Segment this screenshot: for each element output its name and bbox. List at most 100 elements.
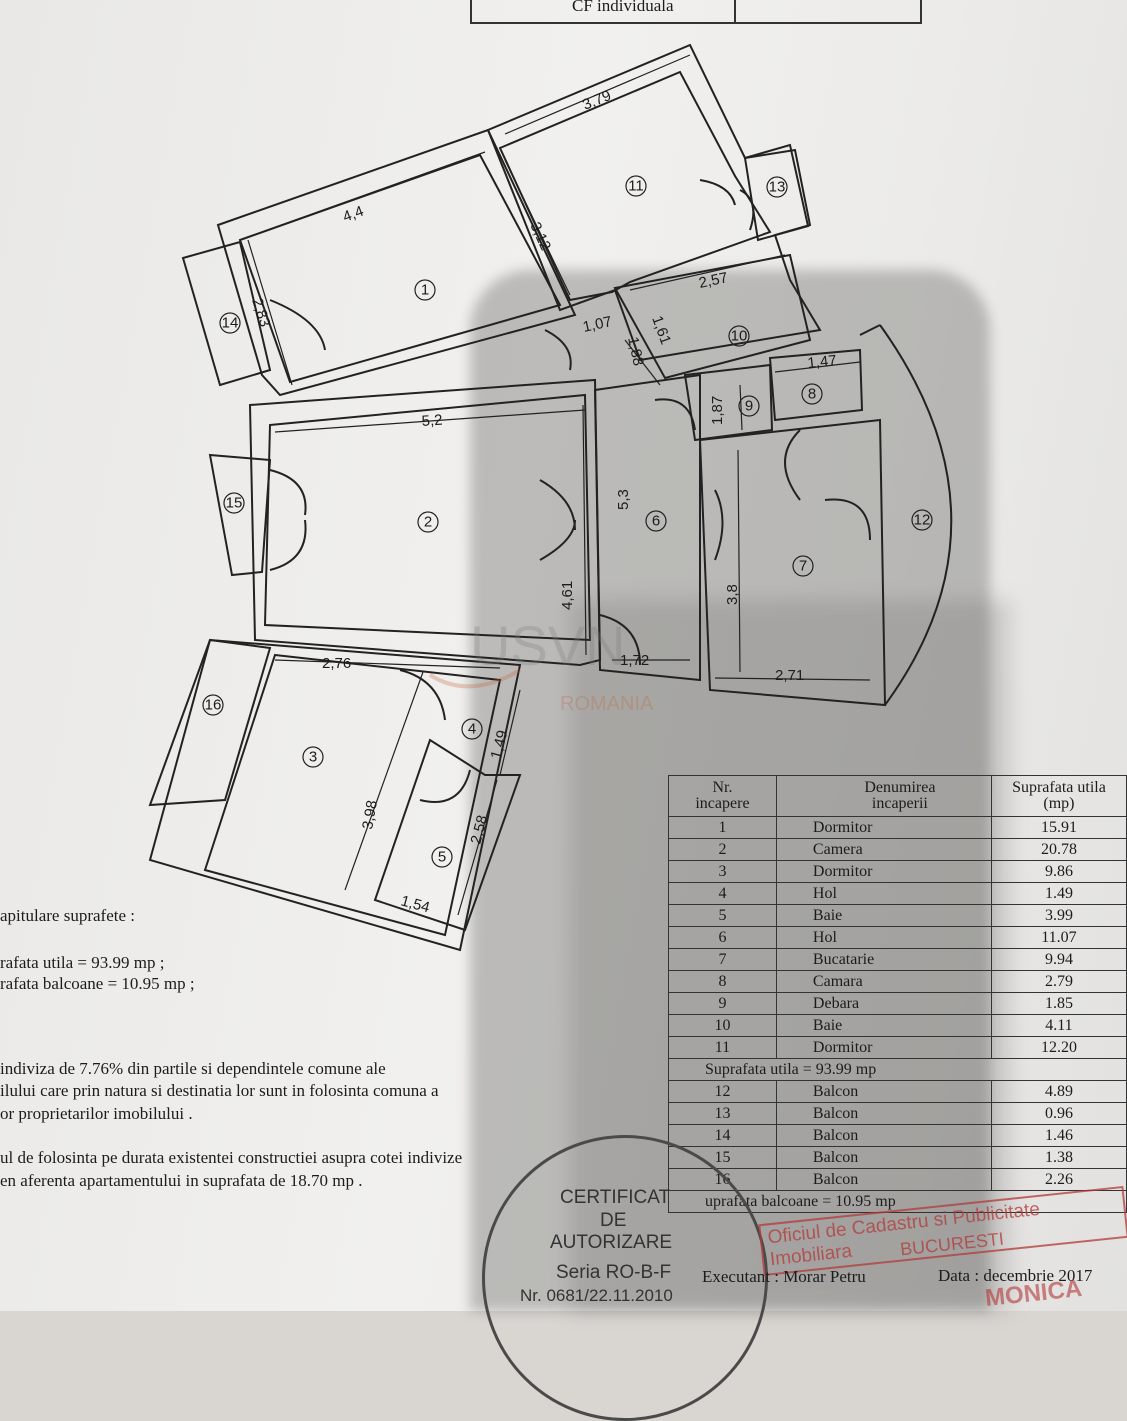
stamp-line: AUTORIZARE bbox=[550, 1232, 673, 1253]
table-cell-nr: 3 bbox=[668, 860, 777, 883]
balcony-12 bbox=[879, 324, 953, 706]
table-cell-name: Balcon bbox=[775, 1080, 992, 1103]
table-cell-nr: 2 bbox=[668, 838, 777, 861]
room-number: 1 bbox=[421, 282, 429, 299]
room-number: 12 bbox=[914, 512, 931, 529]
table-cell-area: 9.94 bbox=[990, 948, 1127, 971]
room-number: 7 bbox=[799, 558, 807, 575]
room-11-walls bbox=[486, 43, 822, 362]
dim-label: 1,54 bbox=[399, 892, 432, 916]
rooms-table: Nr. incapere Denumirea incaperii Suprafa… bbox=[668, 775, 1127, 1213]
room-number: 3 bbox=[309, 749, 317, 766]
table-cell-area: 0.96 bbox=[990, 1102, 1127, 1125]
header-table-fragment: CF individuala bbox=[470, 0, 922, 24]
table-cell-nr: 12 bbox=[668, 1080, 777, 1103]
header-denumire: Denumirea incaperii bbox=[775, 775, 992, 817]
table-cell-nr: 5 bbox=[668, 904, 777, 927]
balcony-total-cell: uprafata balcoane = 10.95 mp bbox=[668, 1190, 1127, 1213]
balcony-total-row: uprafata balcoane = 10.95 mp bbox=[668, 1190, 1127, 1213]
table-cell-name: Balcon bbox=[775, 1124, 992, 1147]
dim-label: 1,88 bbox=[624, 335, 647, 367]
dim-label: 4,4 bbox=[341, 203, 366, 226]
dim-label: 3,8 bbox=[724, 584, 741, 605]
dim-label: 2,76 bbox=[322, 655, 351, 672]
table-cell-nr: 10 bbox=[668, 1014, 777, 1037]
dim-label: 2,71 bbox=[775, 667, 804, 684]
room-3-walls bbox=[148, 638, 522, 952]
table-cell-area: 1.46 bbox=[990, 1124, 1127, 1147]
watermark-text: USVN bbox=[470, 614, 626, 677]
stamp-line: Seria RO-B-F bbox=[556, 1262, 672, 1283]
room-number: 4 bbox=[468, 721, 476, 738]
stamp-line: Nr. 0681/22.11.2010 bbox=[520, 1286, 673, 1305]
dim-label: 3,98 bbox=[359, 799, 381, 831]
balcony-14 bbox=[181, 240, 272, 387]
room-number: 16 bbox=[205, 697, 222, 714]
dim-label: 3,79 bbox=[580, 87, 613, 114]
subtotal-cell: Suprafata utila = 93.99 mp bbox=[668, 1058, 1127, 1081]
floor-plan: 3,79 3,12 4,4 2,83 1,07 2,57 1,61 1,88 1… bbox=[148, 43, 953, 952]
table-cell-name: Camera bbox=[775, 838, 992, 861]
table-cell-nr: 11 bbox=[668, 1036, 777, 1059]
dim-label: 2,57 bbox=[697, 269, 729, 292]
table-cell-name: Balcon bbox=[775, 1102, 992, 1125]
table-cell-area: 3.99 bbox=[990, 904, 1127, 927]
table-cell-area: 1.85 bbox=[990, 992, 1127, 1015]
note-line: indiviza de 7.76% din partile si dependi… bbox=[0, 1059, 386, 1078]
note-line: or proprietarilor imobilului . bbox=[0, 1104, 193, 1123]
watermark-subtext: ROMANIA bbox=[560, 693, 654, 715]
table-cell-name: Balcon bbox=[775, 1146, 992, 1169]
table-cell-nr: 6 bbox=[668, 926, 777, 949]
room-number: 8 bbox=[808, 386, 816, 403]
table-cell-name: Baie bbox=[775, 904, 992, 927]
room-number: 14 bbox=[222, 315, 239, 332]
table-cell-name: Debara bbox=[775, 992, 992, 1015]
table-cell-name: Hol bbox=[775, 926, 992, 949]
summary-line-balcoane: rafata balcoane = 10.95 mp ; bbox=[0, 974, 195, 993]
table-cell-nr: 8 bbox=[668, 970, 777, 993]
dim-label: 1,47 bbox=[807, 352, 838, 372]
table-cell-name: Balcon bbox=[775, 1168, 992, 1191]
table-cell-name: Bucatarie bbox=[775, 948, 992, 971]
header-cell-text: CF individuala bbox=[572, 0, 674, 15]
room-2-walls bbox=[248, 378, 602, 667]
room-5-walls bbox=[373, 738, 522, 932]
room-10-walls bbox=[613, 253, 812, 380]
room-7-walls bbox=[698, 418, 887, 707]
room-number: 9 bbox=[745, 398, 753, 415]
table-cell-area: 4.11 bbox=[990, 1014, 1127, 1037]
table-cell-name: Hol bbox=[775, 882, 992, 905]
dim-label: 2,58 bbox=[467, 813, 491, 846]
note-line: ilului care prin natura si destinatia lo… bbox=[0, 1081, 439, 1100]
room-number: 10 bbox=[731, 328, 748, 345]
table-cell-nr: 4 bbox=[668, 882, 777, 905]
dim-label: 1,49 bbox=[487, 728, 511, 761]
header-nr: Nr. incapere bbox=[668, 775, 777, 817]
balcony-15 bbox=[208, 453, 272, 577]
room-number: 13 bbox=[769, 179, 786, 196]
header-suprafata: Suprafata utila (mp) bbox=[990, 775, 1127, 817]
dim-label: 5,2 bbox=[421, 412, 443, 430]
table-cell-name: Camara bbox=[775, 970, 992, 993]
dim-label: 1,72 bbox=[620, 652, 649, 669]
table-cell-name: Dormitor bbox=[775, 860, 992, 883]
stamp-line: CERTIFICAT bbox=[560, 1187, 671, 1208]
room-number: 6 bbox=[652, 513, 660, 530]
table-cell-area: 2.79 bbox=[990, 970, 1127, 993]
room-number: 11 bbox=[628, 178, 644, 195]
table-cell-nr: 9 bbox=[668, 992, 777, 1015]
table-cell-area: 12.20 bbox=[990, 1036, 1127, 1059]
watermark-logo: USVN ROMANIA bbox=[428, 614, 654, 715]
summary-line-utila: rafata utila = 93.99 mp ; bbox=[0, 953, 165, 972]
table-cell-nr: 14 bbox=[668, 1124, 777, 1147]
room-8-walls bbox=[768, 348, 864, 422]
stamp-line: DE bbox=[600, 1210, 627, 1231]
dim-label: 1,61 bbox=[648, 314, 674, 347]
